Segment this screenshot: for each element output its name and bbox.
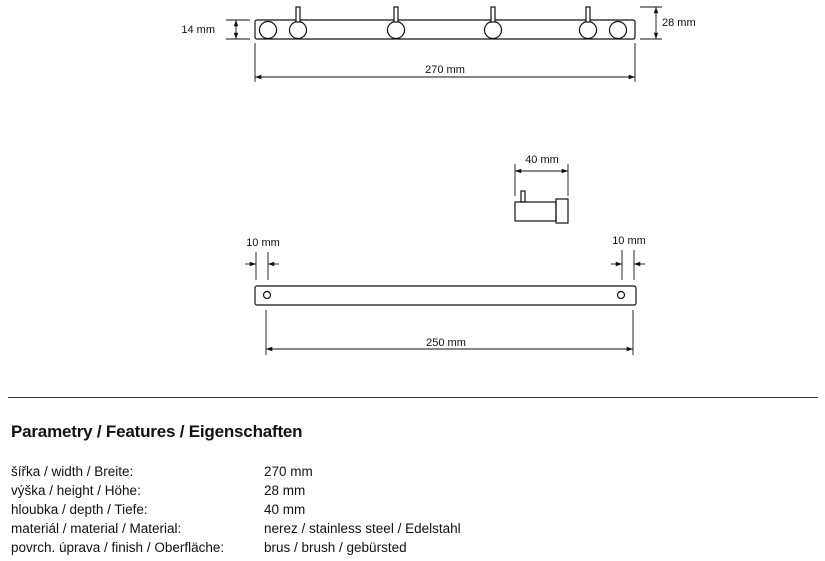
label-height-right: 28 mm [662, 17, 696, 29]
hook-1 [288, 6, 308, 40]
rail-back [254, 285, 637, 306]
dimension-hole-spacing [265, 310, 634, 355]
back-view [245, 250, 645, 355]
mount-cap-left [258, 20, 278, 40]
hook-4 [578, 6, 598, 40]
section-divider [8, 397, 818, 398]
mount-cap-right [608, 20, 628, 40]
spec-value: nerez / stainless steel / Edelstahl [264, 521, 461, 536]
hook-cap-side [555, 198, 569, 224]
technical-drawing: 14 mm 28 mm 270 mm 40 mm [181, 6, 696, 355]
dimension-width [254, 43, 636, 82]
label-height-left: 14 mm [181, 24, 215, 36]
label-depth: 40 mm [525, 154, 559, 166]
label-width: 270 mm [425, 64, 465, 76]
mount-hole-left [262, 290, 272, 300]
spec-label: výška / height / Höhe: [11, 483, 141, 498]
spec-value: brus / brush / gebürsted [264, 540, 407, 555]
spec-value: 28 mm [264, 483, 306, 498]
dimension-depth [514, 164, 569, 196]
spec-value: 270 mm [264, 464, 313, 479]
label-margin-left: 10 mm [246, 237, 280, 249]
dimension-height-right [640, 6, 662, 40]
front-view [226, 6, 662, 82]
side-view [514, 164, 569, 224]
hook-3 [483, 6, 503, 40]
spec-label: hloubka / depth / Tiefe: [11, 502, 148, 517]
label-margin-right: 10 mm [612, 235, 646, 247]
rail-front [254, 19, 636, 40]
label-hole-spacing: 250 mm [426, 337, 466, 349]
hook-peg-side [520, 190, 526, 203]
dimension-margin-right [611, 250, 645, 280]
spec-label: povrch. úprava / finish / Oberfläche: [11, 540, 225, 555]
mount-hole-right [616, 290, 626, 300]
spec-label: materiál / material / Material: [11, 521, 182, 536]
hook-2 [386, 6, 406, 40]
dimension-height-left [226, 19, 250, 40]
rail-side [514, 201, 557, 222]
features-title: Parametry / Features / Eigenschaften [11, 422, 303, 441]
dimension-margin-left [245, 252, 279, 280]
spec-label: šířka / width / Breite: [11, 464, 134, 479]
spec-value: 40 mm [264, 502, 306, 517]
